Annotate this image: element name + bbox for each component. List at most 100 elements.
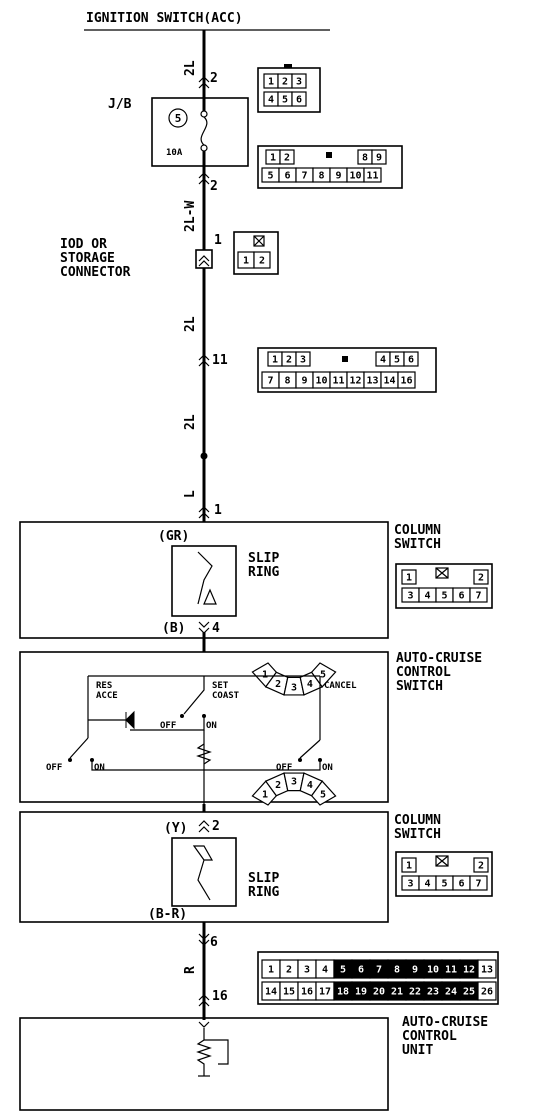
cruise-switch-title-3: SWITCH [396, 679, 443, 694]
slip-ring-segment-label: 2 [275, 780, 281, 791]
connector-pin-label: 11 [366, 171, 378, 182]
connector-pin [473, 569, 489, 585]
res-label: RES [96, 681, 112, 691]
connector-pin-label: 10 [427, 965, 439, 976]
slip-ring-label-1b: RING [248, 565, 279, 580]
pin-number: 4 [212, 621, 220, 636]
column-switch-title-1b: SWITCH [394, 537, 441, 552]
connector-pin-label: 2 [282, 77, 288, 88]
connector-pin [473, 857, 489, 873]
connector-pin-label: 5 [282, 95, 288, 106]
acce-label: ACCE [96, 691, 118, 701]
connector-latch [284, 64, 292, 68]
connector-pin-label: 2 [286, 355, 292, 366]
iod-label-3: CONNECTOR [60, 265, 131, 280]
connector-pin-label: 8 [362, 153, 368, 164]
diode-icon [125, 710, 135, 730]
wire-color-bottom-2: (B-R) [148, 907, 187, 922]
fuse-icon [200, 116, 208, 146]
pin-number: 2 [210, 71, 218, 86]
pin-number: 11 [212, 353, 228, 368]
column-switch-title-2b: SWITCH [394, 827, 441, 842]
connector-pin [469, 875, 488, 891]
wire-label: L [183, 490, 198, 498]
on-label: ON [206, 721, 217, 731]
fuse-rating: 10A [166, 148, 183, 158]
connector-housing [233, 231, 279, 275]
connector-pin-label: 4 [322, 965, 328, 976]
connector-pin-label: 6 [458, 591, 464, 602]
on-label: ON [322, 763, 333, 773]
jb-label: J/B [108, 97, 132, 112]
connector-pin [403, 351, 419, 367]
connector-pin-label: 5 [340, 965, 346, 976]
connector-pin-label: 3 [407, 591, 413, 602]
pin-number: 1 [214, 233, 222, 248]
connector-pin [397, 371, 416, 389]
resistor-icon [196, 1028, 212, 1076]
connector-pin [295, 351, 311, 367]
connector-pin-label: 9 [301, 376, 307, 387]
connector-latch [326, 152, 332, 158]
slip-ring-segment [310, 780, 337, 806]
connector-pin-label: 9 [412, 965, 418, 976]
connector-pin-label: 6 [296, 95, 302, 106]
cancel-label: CANCEL [324, 681, 357, 691]
wire-color-bottom-1: (B) [162, 621, 185, 636]
pin-number: 1 [214, 503, 222, 518]
column-switch-title-1a: COLUMN [394, 523, 441, 538]
connector-pin-label: 4 [380, 355, 386, 366]
connector-pin-label: 20 [373, 987, 385, 998]
connector-pin-label: 1 [243, 256, 249, 267]
connector-pin [279, 149, 295, 165]
pin-number: 6 [210, 935, 218, 950]
connector-pin-label: 14 [383, 376, 395, 387]
cruise-unit-box [19, 1017, 389, 1111]
coast-label: COAST [212, 691, 240, 701]
connector-pin-label: 12 [463, 965, 475, 976]
wire-label: 2L-W [183, 201, 198, 232]
connector-pin-label: 4 [424, 879, 430, 890]
connector-pin-label: 12 [349, 376, 361, 387]
connector-pin-label: 5 [441, 591, 447, 602]
connector-pin-label: 11 [332, 376, 344, 387]
slip-ring-segment [310, 662, 337, 688]
connector-pin-label: 5 [267, 171, 273, 182]
connector-pin-label: 4 [268, 95, 274, 106]
column-switch-title-2a: COLUMN [394, 813, 441, 828]
connector-pin-label: 25 [463, 987, 475, 998]
wire-label: 2L [183, 316, 198, 332]
slip-ring-segment-label: 5 [320, 670, 326, 681]
wire-label: R [183, 966, 198, 974]
connector-pin-label: 22 [409, 987, 421, 998]
connector-pin [477, 981, 497, 1001]
connector-pin-label: 3 [304, 965, 310, 976]
junction-block [151, 97, 249, 167]
column-switch-box-2 [19, 811, 389, 923]
connector-pin [291, 73, 307, 89]
connector-housing [395, 851, 493, 897]
connector-pin-label: 16 [301, 987, 313, 998]
connector-pin-label: 1 [272, 355, 278, 366]
off-label: OFF [160, 721, 176, 731]
connector-pin-label: 11 [445, 965, 457, 976]
slip-ring-segment-label: 1 [262, 670, 268, 681]
connector-pin-label: 19 [355, 987, 367, 998]
connector-housing [257, 347, 437, 393]
connector-pin-label: 2 [478, 861, 484, 872]
connector-pin-label: 6 [408, 355, 414, 366]
slip-ring-segment-label: 4 [307, 679, 313, 690]
pin-number: 16 [212, 989, 228, 1004]
connector-pin-label: 7 [475, 879, 481, 890]
off-label: OFF [276, 763, 292, 773]
connector-pin-label: 1 [270, 153, 276, 164]
set-label: SET [212, 681, 229, 691]
connector-pin-label: 1 [268, 965, 274, 976]
connector-pin [469, 587, 488, 603]
slip-ring-label-2b: RING [248, 885, 279, 900]
wire-label: 2L [183, 60, 198, 76]
